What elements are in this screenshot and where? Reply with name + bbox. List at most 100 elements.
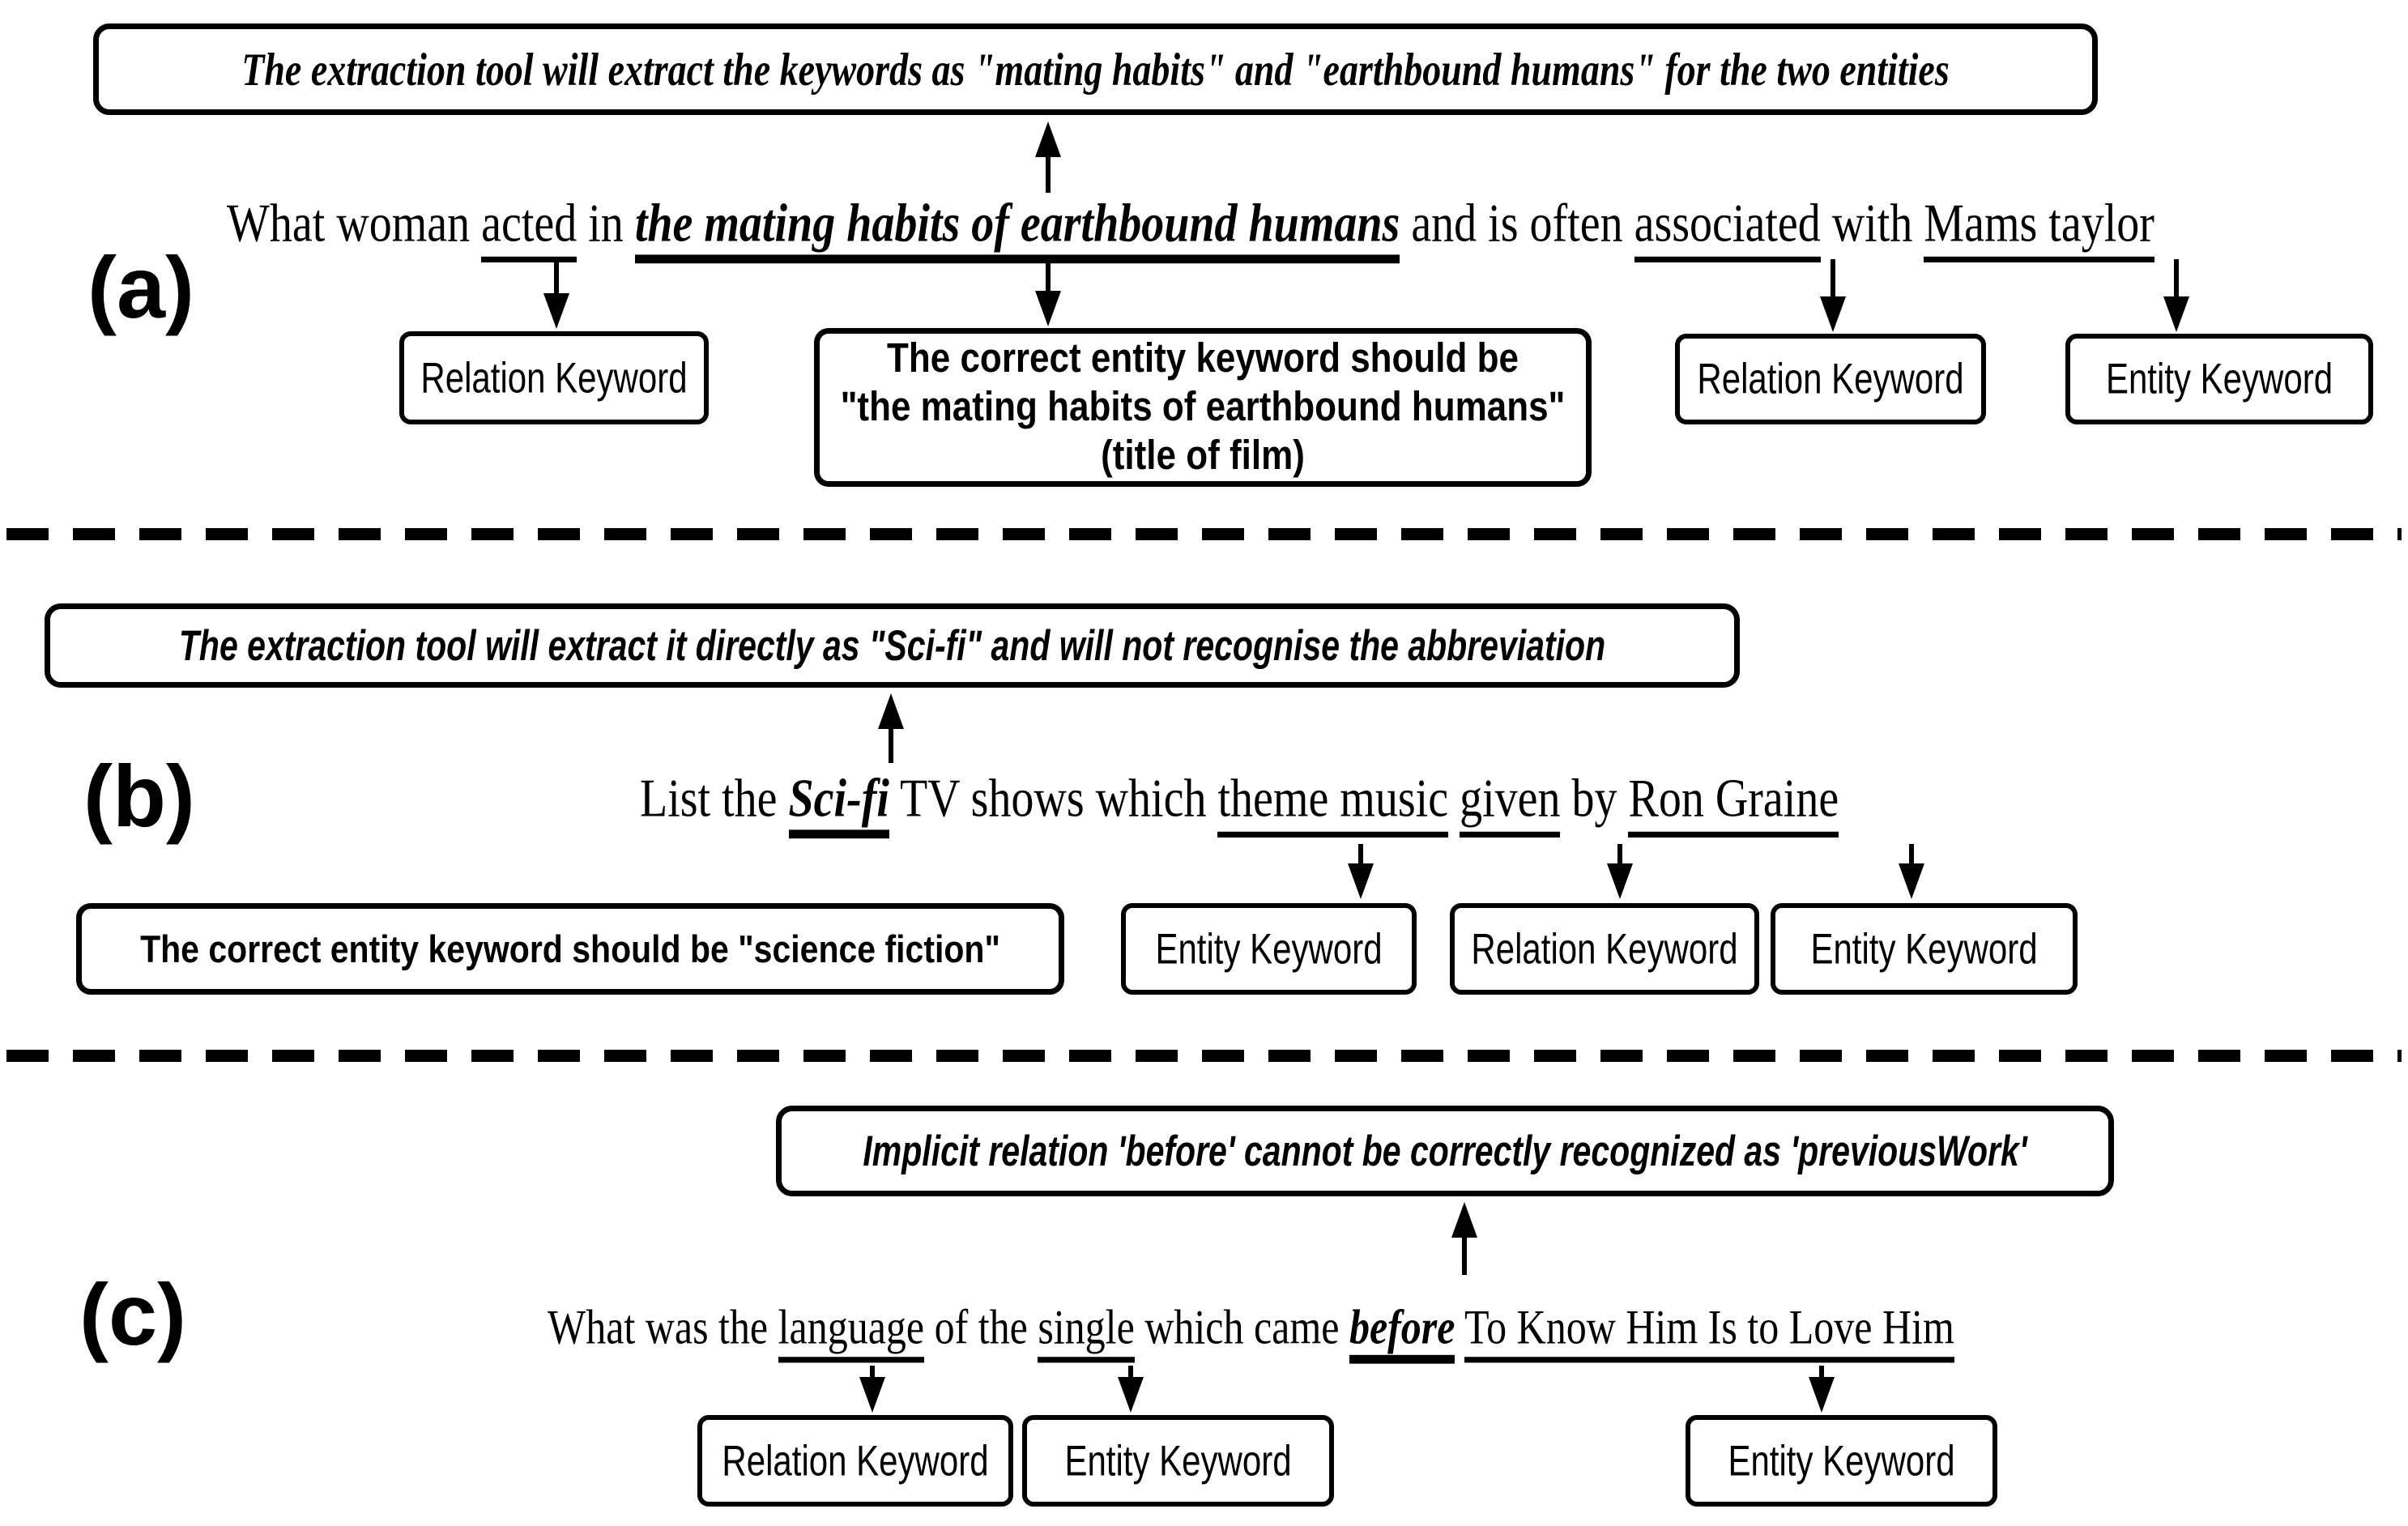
- sentence-c-plain-1: What was the: [548, 1299, 778, 1354]
- down-arrow-b-theme-music: [1347, 844, 1374, 899]
- entity-note-box-b: The correct entity keyword should be "sc…: [76, 903, 1064, 995]
- panel-b-callout-box: The extraction tool will extract it dire…: [45, 603, 1740, 688]
- entity-note-line-1: The correct entity keyword should be: [887, 335, 1519, 382]
- sentence-b-plain-1: List the: [640, 768, 789, 829]
- down-arrow-a-associated: [1819, 259, 1847, 332]
- down-arrow-a-acted: [543, 258, 570, 329]
- arrow-shaft: [1046, 157, 1051, 193]
- sentence-a-plain-2: in: [577, 193, 635, 254]
- arrow-head: [543, 293, 569, 329]
- arrow-head: [2163, 296, 2189, 332]
- question-sentence-b: List the Sci-fi TV shows which theme mus…: [640, 765, 1839, 839]
- arrow-shaft: [2174, 259, 2179, 296]
- sentence-c-entity-to-know-him: To Know Him Is to Love Him: [1464, 1299, 1954, 1363]
- panel-c-callout-text: Implicit relation 'before' cannot be cor…: [863, 1126, 2027, 1175]
- entity-keyword-box-b2: Entity Keyword: [1771, 903, 2078, 995]
- relation-keyword-label: Relation Keyword: [722, 1436, 989, 1485]
- entity-keyword-label: Entity Keyword: [1728, 1436, 1955, 1485]
- sentence-b-plain-3: [1448, 769, 1460, 829]
- down-arrow-a-mams-taylor: [2163, 259, 2190, 332]
- sentence-c-entity-single: single: [1038, 1299, 1135, 1363]
- entity-note-text: The correct entity keyword should be "sc…: [140, 927, 1000, 970]
- arrow-shaft: [1819, 1366, 1824, 1377]
- dashed-divider-1: [6, 528, 2402, 540]
- up-arrow-a-callout: [1034, 121, 1062, 193]
- entity-keyword-box-c2: Entity Keyword: [1686, 1415, 1997, 1507]
- question-sentence-c: What was the language of the single whic…: [548, 1293, 1954, 1364]
- entity-note-line-2: "the mating habits of earthbound humans": [840, 384, 1566, 430]
- entity-keyword-label: Entity Keyword: [2105, 355, 2333, 403]
- sentence-b-plain-4: by: [1560, 768, 1629, 829]
- entity-note-line-3: (title of film): [1101, 433, 1305, 479]
- sentence-c-plain-4: [1455, 1299, 1464, 1353]
- up-arrow-b-callout: [877, 693, 905, 763]
- panel-label-b: (b): [83, 747, 195, 845]
- sentence-a-relation-acted: acted: [481, 193, 577, 262]
- sentence-a-entity-film-title: the mating habits of earthbound humans: [634, 193, 1400, 264]
- up-arrow-c-callout: [1451, 1202, 1478, 1275]
- arrow-shaft: [1358, 844, 1363, 863]
- sentence-a-plain-1: What woman: [227, 193, 482, 254]
- entity-keyword-label: Entity Keyword: [1810, 924, 2038, 973]
- arrow-head: [878, 693, 904, 729]
- arrow-head: [1820, 296, 1846, 332]
- relation-keyword-label: Relation Keyword: [420, 353, 688, 402]
- down-arrow-c-single: [1117, 1366, 1144, 1413]
- sentence-a-relation-associated: associated: [1634, 193, 1821, 262]
- arrow-shaft: [1617, 844, 1622, 863]
- down-arrow-c-language: [859, 1366, 886, 1413]
- down-arrow-a-film-title: [1034, 258, 1062, 326]
- entity-keyword-box-c1: Entity Keyword: [1022, 1415, 1334, 1507]
- dashed-divider-2: [6, 1050, 2402, 1062]
- sentence-b-plain-2: TV shows which: [889, 768, 1218, 829]
- panel-a-callout-text: The extraction tool will extract the key…: [241, 43, 1950, 96]
- sentence-b-entity-ron-graine: Ron Graine: [1628, 768, 1839, 838]
- panel-a-callout-box: The extraction tool will extract the key…: [93, 23, 2098, 115]
- down-arrow-b-ron-graine: [1898, 844, 1925, 899]
- arrow-shaft: [1462, 1238, 1467, 1275]
- panel-label-a: (a): [87, 238, 194, 336]
- entity-keyword-label: Entity Keyword: [1064, 1436, 1292, 1485]
- relation-keyword-box-b1: Relation Keyword: [1450, 903, 1759, 995]
- arrow-shaft: [554, 258, 559, 293]
- sentence-a-plain-3: and is often: [1400, 193, 1634, 254]
- relation-keyword-label: Relation Keyword: [1471, 924, 1738, 973]
- sentence-c-plain-2: of the: [924, 1299, 1038, 1354]
- sentence-a-plain-4: with: [1820, 193, 1924, 254]
- arrow-head: [1118, 1377, 1144, 1413]
- arrow-shaft: [1128, 1366, 1133, 1377]
- arrow-head: [1035, 121, 1061, 157]
- relation-keyword-box-c1: Relation Keyword: [697, 1415, 1013, 1507]
- arrow-shaft: [870, 1366, 875, 1377]
- panel-label-c: (c): [79, 1265, 186, 1363]
- arrow-shaft: [889, 729, 893, 763]
- down-arrow-c-to-know-him: [1808, 1366, 1835, 1413]
- arrow-shaft: [1909, 844, 1914, 863]
- arrow-head: [1035, 291, 1061, 326]
- sentence-a-entity-mams-taylor: Mams taylor: [1924, 193, 2154, 262]
- panel-b-callout-text: The extraction tool will extract it dire…: [178, 620, 1606, 670]
- sentence-b-relation-given: given: [1460, 768, 1561, 838]
- relation-keyword-label: Relation Keyword: [1697, 355, 1964, 403]
- relation-keyword-box-a2: Relation Keyword: [1675, 334, 1986, 424]
- sentence-b-entity-theme-music: theme music: [1217, 768, 1449, 838]
- entity-keyword-label: Entity Keyword: [1155, 924, 1383, 973]
- arrow-head: [1348, 863, 1374, 899]
- sentence-c-plain-3: which came: [1134, 1299, 1349, 1354]
- arrow-head: [1451, 1202, 1477, 1238]
- entity-keyword-box-a1: Entity Keyword: [2065, 334, 2373, 424]
- arrow-head: [1607, 863, 1633, 899]
- down-arrow-b-given: [1606, 844, 1634, 899]
- arrow-shaft: [1046, 258, 1051, 291]
- entity-note-box-a: The correct entity keyword should be "th…: [814, 328, 1592, 487]
- arrow-head: [1899, 863, 1924, 899]
- arrow-shaft: [1831, 259, 1835, 296]
- arrow-head: [1809, 1377, 1835, 1413]
- arrow-head: [859, 1377, 885, 1413]
- relation-keyword-box-a1: Relation Keyword: [399, 331, 709, 424]
- panel-c-callout-box: Implicit relation 'before' cannot be cor…: [776, 1106, 2114, 1196]
- entity-keyword-box-b1: Entity Keyword: [1121, 903, 1417, 995]
- sentence-b-entity-scifi: Sci-fi: [788, 768, 889, 839]
- sentence-c-relation-before: before: [1349, 1299, 1455, 1364]
